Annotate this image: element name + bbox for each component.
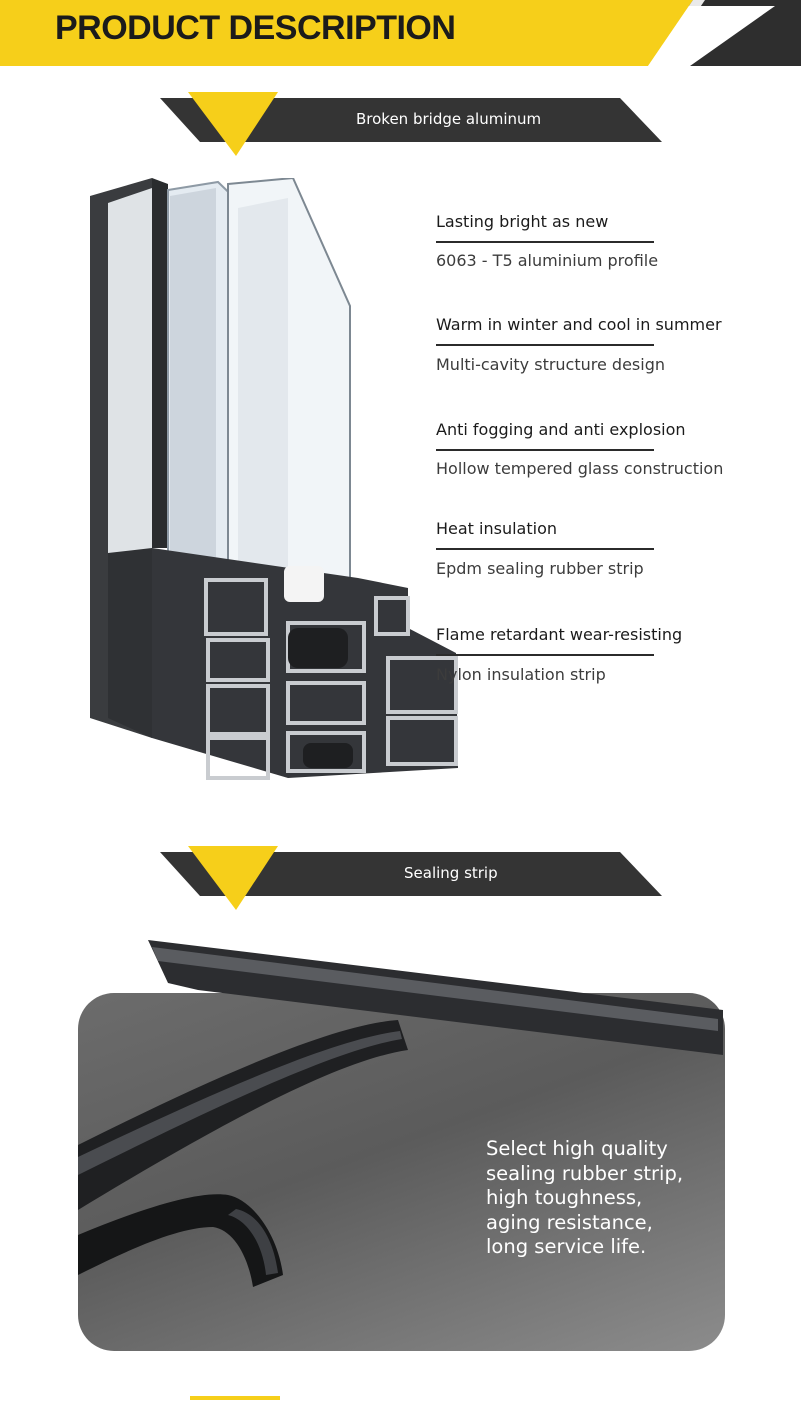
sealing-text-line-4: aging resistance, [486,1210,653,1234]
sealing-text-line-5: long service life. [486,1235,647,1258]
bottom-accent-bar [190,1396,280,1400]
feature-title-2: Warm in winter and cool in summer [436,315,722,334]
section-ribbon-sealing [160,846,662,910]
feature-title-5: Flame retardant wear-resisting [436,625,683,644]
sealing-panel [78,993,725,1351]
section-label-sealing: Sealing strip [404,864,498,882]
feature-title-3: Anti fogging and anti explosion [436,420,686,439]
sealing-strip-image [78,940,723,1287]
feature-divider-4 [436,548,654,550]
sealing-description: Select high quality sealing rubber strip… [486,1137,683,1260]
sealing-text-line-1: Select high quality [486,1137,668,1160]
feature-title-1: Lasting bright as new [436,212,609,231]
feature-desc-5: Nylon insulation strip [436,665,606,684]
window-profile-image [90,178,458,780]
feature-title-4: Heat insulation [436,519,557,538]
section-ribbon-aluminum [160,92,662,156]
sealing-text-line-3: high toughness, [486,1186,643,1209]
feature-divider-2 [436,344,654,346]
feature-desc-2: Multi-cavity structure design [436,355,665,374]
feature-divider-1 [436,241,654,243]
feature-desc-1: 6063 - T5 aluminium profile [436,251,659,270]
page-title: PRODUCT DESCRIPTION [55,9,456,47]
sealing-text-line-2: sealing rubber strip, [486,1161,684,1185]
feature-desc-3: Hollow tempered glass construction [436,459,724,478]
feature-divider-3 [436,449,654,451]
header-banner [0,0,801,66]
feature-desc-4: Epdm sealing rubber strip [436,559,644,578]
section-label-aluminum: Broken bridge aluminum [356,110,542,128]
feature-divider-5 [436,654,654,656]
